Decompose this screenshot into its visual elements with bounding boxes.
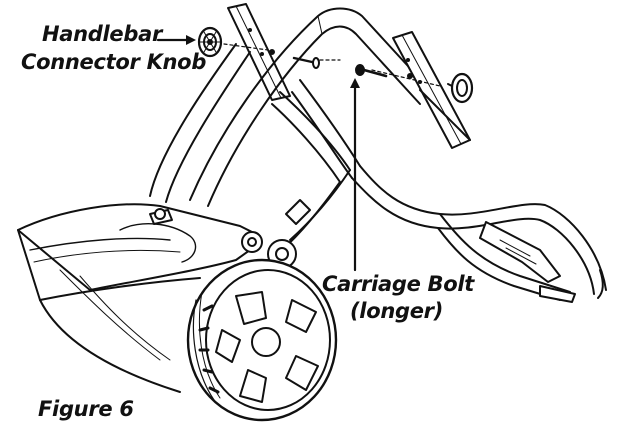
handlebar-connector-knob-right-icon (447, 72, 474, 104)
carriage-bolt-left-icon (269, 49, 320, 69)
figure-caption: Figure 6 (38, 397, 134, 421)
bolt-label-line2: (longer) (350, 299, 444, 323)
knob-leader-arrowhead (186, 35, 196, 45)
lower-handlebar-frame (351, 89, 607, 303)
arm-holes (248, 28, 422, 84)
upper-handlebar-left-arm (227, 3, 291, 101)
bolt-leader-arrowhead (350, 78, 360, 88)
knob-label-line2: Connector Knob (21, 50, 207, 74)
knob-label-line1: Handlebar (42, 22, 163, 46)
carriage-bolt-icon (355, 64, 413, 79)
leader-lines (156, 38, 357, 272)
upper-handlebar-loop (189, 7, 431, 207)
rear-wheel (186, 258, 338, 422)
bolt-label-line1: Carriage Bolt (322, 272, 475, 296)
handlebar-connector-knob-icon (197, 26, 223, 58)
exploded-view-lines (223, 43, 441, 87)
mower-deck (17, 203, 261, 393)
